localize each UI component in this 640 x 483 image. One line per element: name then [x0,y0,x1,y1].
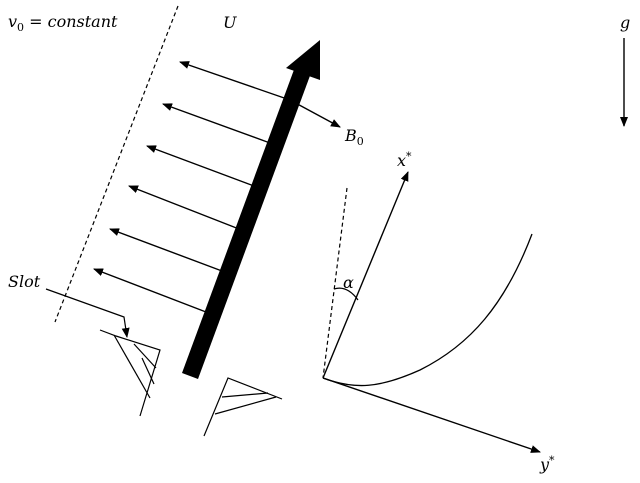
dashed-boundary-line [54,5,179,323]
sheet-arrowhead [286,40,320,80]
velocity-arrow [93,268,207,313]
velocity-arrow [146,145,255,187]
sheet-body [182,67,311,379]
left-slot-wall [99,329,161,417]
sheet-velocity-label: U [223,13,237,32]
right-slot-wall [203,377,283,437]
slot-label: Slot [8,272,41,291]
y-axis-label: y* [539,454,555,474]
alpha-angle-label: α [343,273,354,292]
magnetic-field-label: B0 [344,126,364,148]
velocity-arrow [179,61,291,101]
velocity-arrow [128,185,240,230]
velocity-arrow [162,103,271,144]
suction-velocity-label: v0 = constant [8,12,118,34]
suction-velocity-arrows [93,61,291,313]
alpha-angle-arc [333,287,359,301]
vertical-reference-dashed [322,187,348,379]
velocity-arrow [109,228,223,272]
boundary-layer-curve [322,233,533,387]
x-axis-arrow [322,171,409,379]
gravity-label: g [620,13,630,32]
x-axis-label: x* [397,150,412,170]
moving-sheet [182,40,320,379]
y-axis-arrow [322,377,541,453]
coordinate-system [322,171,541,453]
slot-pointer-arrow [45,288,130,338]
